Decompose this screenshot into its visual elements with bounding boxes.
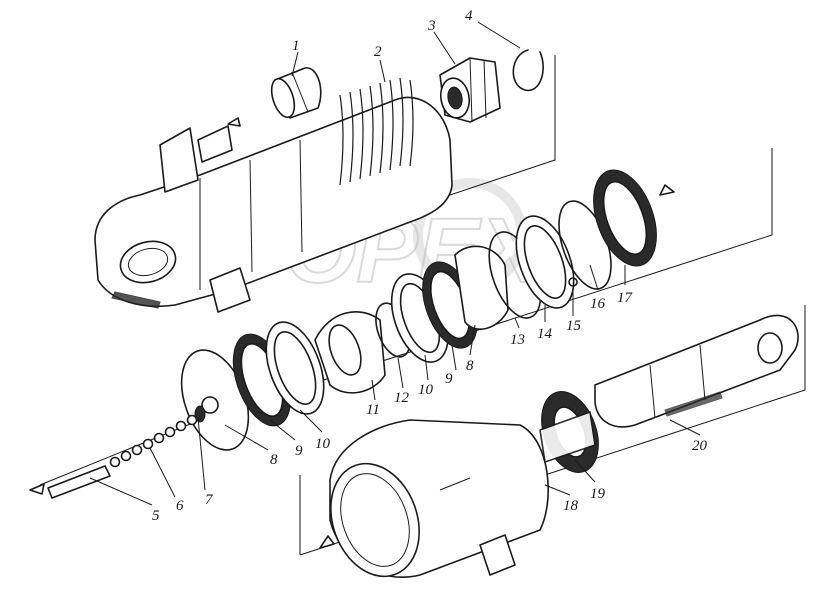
callout-8a: 8 — [270, 452, 278, 468]
callout-16: 16 — [590, 296, 606, 312]
bushing — [270, 67, 322, 119]
callout-7: 7 — [205, 492, 214, 508]
housing-port — [479, 534, 516, 576]
rod-eye-bore — [757, 332, 783, 364]
callout-14: 14 — [537, 326, 553, 342]
callout-labels: 1 2 3 4 5 6 7 8 8 9 9 10 10 11 12 13 14 … — [152, 8, 708, 524]
end-cap-7 — [194, 405, 206, 423]
callout-11: 11 — [366, 402, 380, 418]
callout-5: 5 — [152, 508, 160, 524]
arrow-left-top-icon — [227, 117, 241, 127]
ball-chain-6 — [109, 414, 198, 468]
nut — [439, 57, 501, 123]
cylinder-body — [94, 77, 453, 313]
callout-2: 2 — [374, 44, 382, 60]
callout-4: 4 — [465, 8, 473, 24]
callout-10a: 10 — [315, 436, 331, 452]
retaining-ring — [512, 49, 544, 92]
callout-13: 13 — [510, 332, 525, 348]
rod-5 — [47, 465, 111, 499]
seal-disc — [539, 391, 599, 473]
callout-9a: 9 — [295, 443, 303, 459]
thread-section — [339, 77, 414, 186]
callout-12: 12 — [394, 390, 410, 406]
callout-9b: 9 — [445, 371, 453, 387]
arrow-right-bottom-icon — [319, 535, 335, 549]
callout-15: 15 — [566, 318, 582, 334]
arrow-left-rod-icon — [29, 483, 45, 495]
gland-housing — [329, 419, 549, 578]
port-fitting-bottom — [209, 267, 251, 313]
rod-and-chain — [47, 405, 206, 499]
callout-1: 1 — [292, 38, 300, 54]
callout-18: 18 — [563, 498, 579, 514]
callout-19: 19 — [590, 486, 606, 502]
piston-seal-stack — [180, 169, 657, 451]
port-fitting-top — [159, 127, 199, 193]
leader-lines — [89, 21, 701, 506]
pin-15 — [568, 277, 578, 287]
callout-10b: 10 — [418, 382, 434, 398]
arrow-right-mid-icon — [659, 184, 675, 196]
callout-6: 6 — [176, 498, 184, 514]
callout-8b: 8 — [466, 358, 474, 374]
piston-rod — [594, 314, 799, 428]
callout-20: 20 — [692, 438, 708, 454]
callout-3: 3 — [427, 18, 436, 34]
piston-8b — [454, 245, 509, 330]
eye-bore — [119, 240, 177, 284]
callout-17: 17 — [617, 290, 634, 306]
